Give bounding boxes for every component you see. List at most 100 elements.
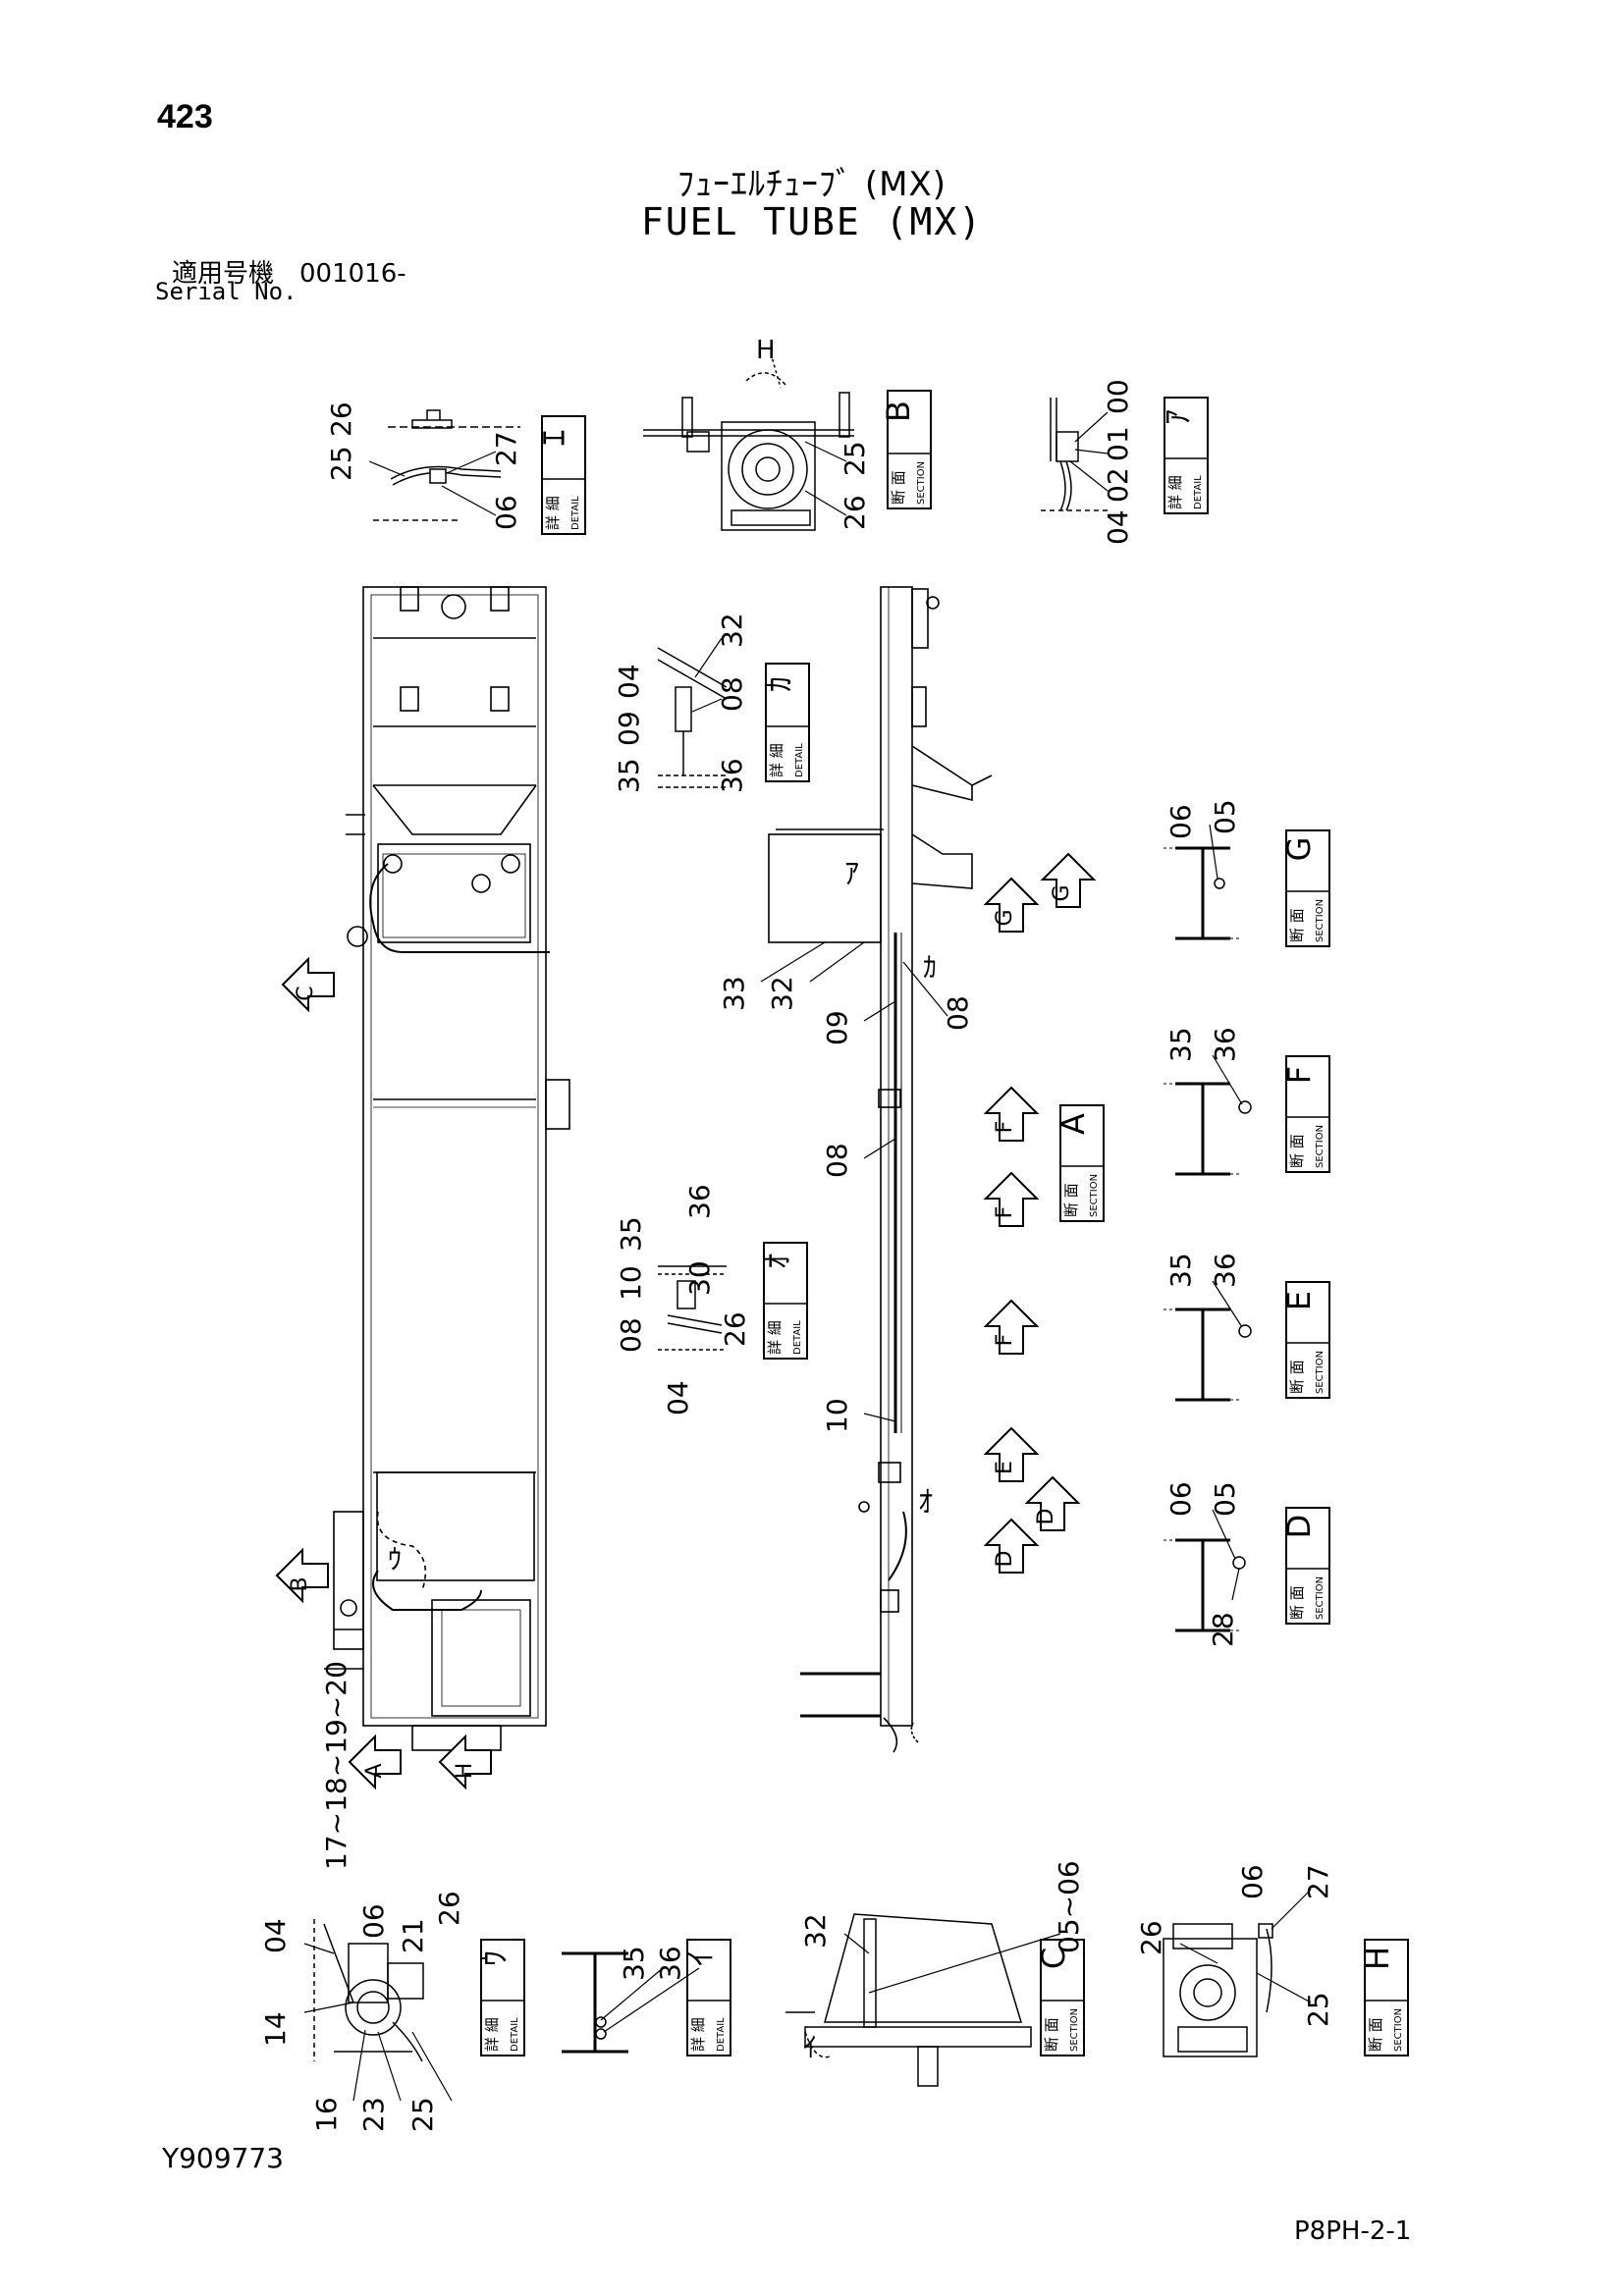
box-section-e: 断 面 SECTION E [1280,1281,1330,1399]
box-detail-h-kana-jp: 詳 細 [544,496,562,530]
section-f-clip [1238,1100,1252,1114]
detail-i-sketch [562,1951,628,2054]
callout-30: 30 [683,1260,716,1296]
box-section-b: 断 面 SECTION B [880,390,932,509]
callout-26-h: 26 [1135,1920,1167,1955]
detail-u-sketch [313,1919,424,2062]
callout-25-u: 25 [406,2097,439,2132]
callout-14: 14 [259,2011,292,2047]
callout-06-u: 06 [357,1903,390,1939]
callout-06-h: 06 [1236,1864,1269,1899]
box-detail-o-kana: 詳 細 DETAIL ｵ [758,1242,808,1360]
callout-35-i: 35 [618,1946,650,1981]
box-detail-i-kana-letter: ｲ [681,1950,719,1966]
callout-02: 02 [1102,467,1134,503]
view-arrow-f-2-label: F [993,1206,1017,1219]
callout-i-kana: ｲ [803,2031,817,2063]
view-arrow-e-label: E [993,1461,1017,1474]
callout-35-a: 35 [613,758,645,793]
section-b-sketch [643,352,854,531]
callout-33: 33 [718,976,750,1011]
box-detail-ka-kana-jp: 詳 細 [768,743,785,777]
box-section-e-en: SECTION [1315,1351,1326,1394]
leader-lines [303,411,1312,2102]
section-f-ibeam [1162,1082,1244,1176]
callout-28: 28 [1207,1612,1239,1647]
box-section-b-en: SECTION [916,461,927,505]
callout-04-d: 04 [259,1918,292,1953]
view-arrow-g-1-label: G [993,909,1017,926]
box-detail-h-kana: 詳 細 DETAIL ｴ [535,415,586,535]
callout-06-d: 06 [1164,1481,1197,1517]
section-e-clip [1238,1324,1252,1338]
callout-05-g: 05 [1209,799,1241,834]
serial-label-japanese: 適用号機 001016- [172,259,406,289]
callout-17-20: 17~18~19~20 [320,1661,352,1870]
detail-a-sketch [1041,398,1110,511]
view-arrow-d-1: D [1026,1476,1079,1531]
title-japanese: ﾌｭｰｴﾙﾁｭｰﾌﾞ (MX) [677,165,947,204]
view-arrow-c-label: C [294,986,318,1000]
box-section-g-letter: G [1280,837,1318,862]
callout-04-a: 04 [1102,509,1134,545]
view-arrow-g-1: G [985,878,1038,933]
view-arrow-a: A [349,1735,402,1789]
box-detail-ka-kana: 詳 細 DETAIL ｶ [760,663,810,782]
callout-25-b: 25 [839,441,871,476]
box-section-b-letter: B [880,400,917,422]
box-section-b-jp: 断 面 [890,470,907,505]
callout-09-b: 09 [821,1010,853,1045]
callout-35-e: 35 [1164,1253,1197,1288]
callout-00: 00 [1102,379,1134,414]
box-section-c-jp: 断 面 [1043,2017,1060,2052]
callout-05-d: 05 [1209,1481,1241,1517]
view-arrow-f-1-label: F [993,1121,1017,1134]
callout-26-a: 26 [325,401,357,437]
box-detail-o-kana-letter: ｵ [758,1254,795,1269]
callout-36-a: 36 [716,758,748,793]
callout-36-f: 36 [1209,1027,1241,1062]
frame-side-view [768,586,993,1753]
box-section-g-en: SECTION [1315,899,1326,942]
box-section-e-letter: E [1280,1291,1318,1310]
callout-o-kana: ｵ [918,1485,933,1520]
view-arrow-h-label: H [453,1763,477,1780]
box-section-c: 断 面 SECTION C [1035,1939,1085,2056]
box-section-d: 断 面 SECTION D [1280,1507,1330,1625]
view-arrow-e: E [985,1427,1038,1482]
callout-26-b: 26 [839,495,871,530]
view-arrow-d-2-label: D [993,1551,1017,1568]
frame-plan-view [324,586,570,1751]
view-arrow-f-3-label: F [993,1334,1017,1347]
callout-06-a: 06 [490,495,522,530]
box-section-d-letter: D [1280,1515,1318,1539]
callout-04-c: 04 [662,1380,694,1415]
box-section-f-letter: F [1280,1066,1318,1084]
detail-o-sketch [658,1265,727,1351]
callout-09-a: 09 [613,711,645,746]
callout-04-b: 04 [613,664,645,699]
callout-u-kana: ｳ [388,1543,402,1575]
section-g-ibeam [1162,846,1244,940]
callout-08-b: 08 [942,995,974,1031]
box-section-a-letter: A [1055,1113,1092,1135]
callouts: 25 26 27 06 H 25 26 00 01 02 04 32 04 09… [259,336,1334,2132]
box-section-g: 断 面 SECTION G [1280,829,1330,947]
page-reference: P8PH-2-1 [1294,2216,1412,2246]
serial-label-english: Serial No. [155,278,298,305]
callout-35-b: 35 [615,1216,647,1252]
box-section-a-en: SECTION [1089,1174,1100,1217]
callout-27-a: 27 [490,431,522,466]
box-section-g-jp: 断 面 [1288,908,1306,942]
box-section-f-jp: 断 面 [1288,1134,1306,1168]
box-section-a-jp: 断 面 [1062,1183,1080,1217]
box-detail-h-kana-letter: ｴ [535,430,574,447]
view-arrow-f-1: F [985,1087,1038,1142]
box-section-f-en: SECTION [1315,1125,1326,1168]
callout-10-b: 10 [615,1265,647,1301]
callout-16: 16 [310,2097,343,2132]
callout-26-c: 26 [719,1311,751,1347]
box-detail-ka-kana-letter: ｶ [760,676,797,692]
view-arrow-g-2: G [1042,853,1095,908]
section-g-clip [1214,878,1225,889]
